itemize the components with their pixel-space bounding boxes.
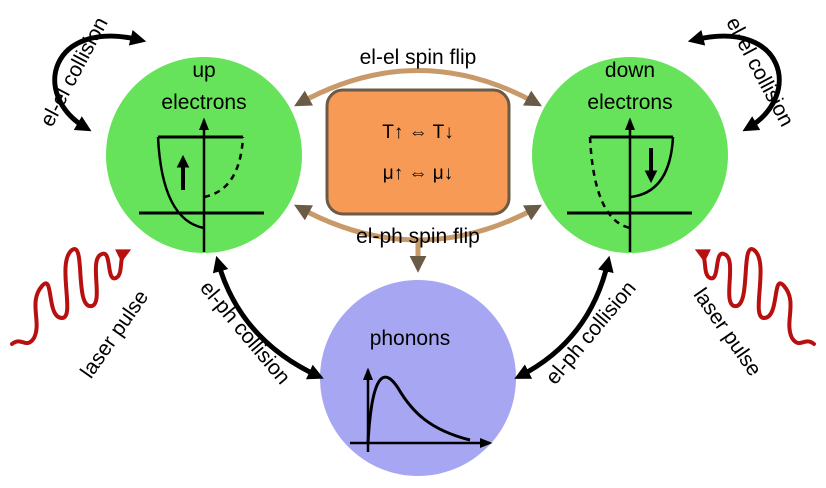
- el-el-collision-label-right: el-el collision: [721, 13, 798, 130]
- el-el-collision-arrow-left: [52, 29, 147, 132]
- laser-pulse-wave-right: [694, 247, 816, 346]
- up-electrons-label-line1: up: [192, 59, 215, 82]
- phonons-circle: [320, 280, 516, 476]
- el-ph-spin-flip-arrow: [294, 204, 542, 243]
- laser-pulse-wave-left: [10, 247, 132, 346]
- down-band-plot: [567, 117, 692, 252]
- laser-pulse-label-right: laser pulse: [689, 284, 766, 380]
- el-el-spin-flip-label: el-el spin flip: [360, 46, 477, 69]
- el-el-collision-label-left: el-el collision: [36, 13, 113, 130]
- el-el-spin-flip-arrow: [294, 68, 542, 107]
- up-band-plot: [139, 117, 264, 252]
- laser-pulse-label-left: laser pulse: [76, 286, 153, 382]
- chemical-potential-relation: μ↑ ⇔ μ↓: [383, 163, 453, 184]
- temperature-relation: T↑ ⇔ T↓: [382, 122, 453, 143]
- el-ph-spin-flip-label: el-ph spin flip: [356, 225, 480, 248]
- phonons-label: phonons: [370, 327, 451, 350]
- down-electrons-label-line1: down: [605, 59, 655, 82]
- phonon-distribution-plot: [350, 367, 493, 452]
- el-ph-collision-arrow-left: [212, 255, 324, 380]
- el-el-collision-arrow-right: [687, 29, 782, 132]
- el-ph-collision-label-right: el-ph collision: [541, 277, 640, 389]
- down-electrons-label-line2: electrons: [587, 91, 672, 114]
- up-electrons-label-line2: electrons: [161, 91, 246, 114]
- equilibration-box: [325, 88, 511, 216]
- el-ph-collision-arrow-right: [514, 255, 614, 379]
- el-ph-collision-label-left: el-ph collision: [195, 277, 294, 389]
